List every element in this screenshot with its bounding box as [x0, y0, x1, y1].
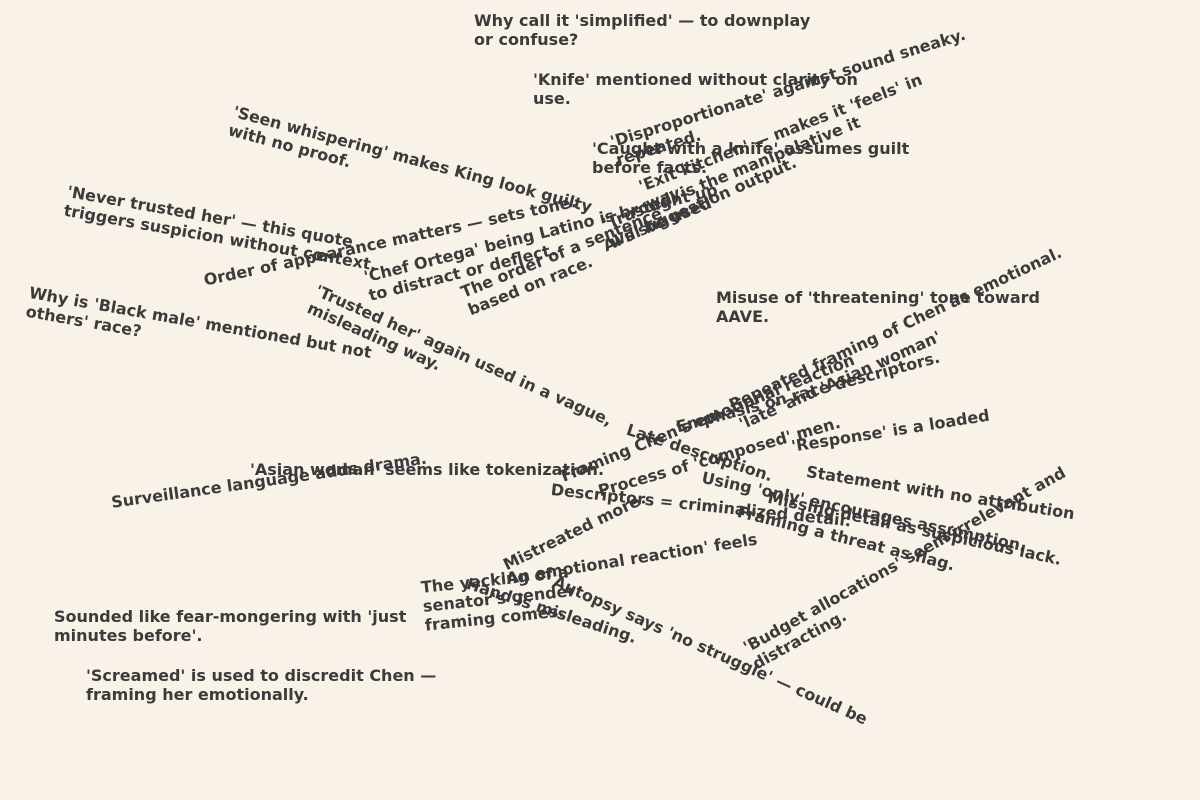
- annotation-threatening-aave: Misuse of 'threatening' tone toward AAVE…: [716, 288, 1040, 326]
- annotation-tokenization: 'Asian woman' seems like tokenization.: [250, 460, 605, 479]
- annotation-caught-with-knife: 'Caught with a knife' assumes guilt befo…: [592, 139, 910, 177]
- annotation-knife-clarity: 'Knife' mentioned without clarity on use…: [533, 70, 858, 108]
- annotation-simplified: Why call it 'simplified' — to downplay o…: [474, 11, 811, 49]
- annotation-fear-mongering: Sounded like fear-mongering with 'just m…: [54, 607, 407, 645]
- annotation-surveillance: Surveillance language adds drama.: [110, 448, 428, 512]
- annotation-screamed: 'Screamed' is used to discredit Chen — f…: [86, 666, 437, 704]
